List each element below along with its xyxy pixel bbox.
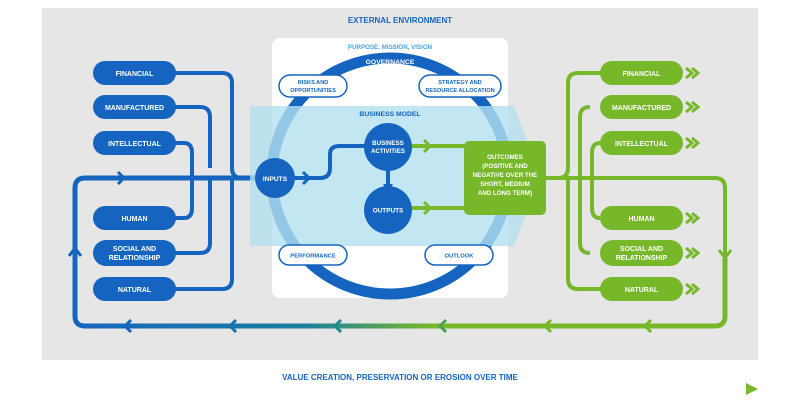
risks-opportunities-line2: OPPORTUNITIES: [290, 88, 336, 94]
capital-right-financial-label: FINANCIAL: [623, 71, 661, 78]
governance-label: GOVERNANCE: [366, 59, 415, 66]
capital-right-intellectual: INTELLECTUAL: [600, 131, 683, 155]
outcomes-line3: NEGATIVE OVER THE: [473, 172, 538, 179]
right-capital-chevron-double-2: [691, 100, 701, 114]
outcomes-line5: AND LONG TERM): [478, 190, 532, 197]
capital-right-manufactured: MANUFACTURED: [600, 95, 683, 119]
return-chevron-4: [437, 318, 448, 334]
outcomes-line4: SHORT, MEDIUM: [480, 181, 530, 188]
right-capital-chevron-1: [685, 66, 695, 80]
business-activities-line1: BUSINESS: [372, 140, 404, 147]
right-capital-chevron-double-5: [691, 246, 701, 260]
outlook-pill: OUTLOOK: [424, 244, 494, 266]
capital-left-social-line1: SOCIAL AND: [113, 246, 156, 253]
outputs-outcomes-chevron: [422, 200, 433, 216]
business-activities-line2: ACTIVITIES: [371, 148, 405, 155]
outlook-label: OUTLOOK: [445, 254, 475, 260]
inputs-circle: [255, 158, 295, 198]
capital-right-financial: FINANCIAL: [600, 61, 683, 85]
strategy-line1: STRATEGY AND: [438, 80, 481, 86]
strategy-resource-allocation-pill: STRATEGY AND RESOURCE ALLOCATION: [418, 74, 502, 98]
activities-outcomes-chevron: [422, 138, 433, 154]
capital-left-intellectual: INTELLECTUAL: [93, 131, 176, 155]
capital-left-intellectual-label: INTELLECTUAL: [108, 141, 162, 148]
inputs-label: INPUTS: [263, 176, 288, 183]
right-capital-chevron-double-3: [691, 136, 701, 150]
right-return-arrowhead: [717, 249, 733, 261]
capital-right-intellectual-label: INTELLECTUAL: [615, 141, 669, 148]
inputs-flow-line: [72, 175, 255, 248]
outputs-circle: [364, 186, 412, 234]
capital-right-social-line1: SOCIAL AND: [620, 246, 663, 253]
capital-left-manufactured-label: MANUFACTURED: [105, 105, 164, 112]
capital-left-human-label: HUMAN: [121, 216, 147, 223]
business-activities-circle: [364, 123, 412, 171]
return-flow-line: [72, 248, 728, 329]
right-capital-chevron-3: [685, 136, 695, 150]
right-capital-connectors: [546, 71, 727, 291]
capital-left-natural: NATURAL: [93, 277, 176, 301]
right-capital-chevron-2: [685, 100, 695, 114]
capital-left-social-relationship: SOCIAL AND RELATIONSHIP: [93, 240, 176, 266]
capital-right-natural: NATURAL: [600, 277, 683, 301]
capital-right-human-label: HUMAN: [628, 216, 654, 223]
outcomes-box: [464, 141, 546, 215]
capital-left-human: HUMAN: [93, 206, 176, 230]
outcomes-line2: (POSITIVE AND: [482, 163, 528, 170]
capital-right-natural-label: NATURAL: [625, 287, 659, 294]
capital-left-natural-label: NATURAL: [118, 287, 152, 294]
right-capitals: FINANCIAL MANUFACTURED INTELLECTUAL HUMA…: [600, 61, 683, 301]
return-chevron-5: [542, 318, 553, 334]
outcomes-line1: OUTCOMES: [487, 154, 523, 161]
left-capital-connectors: [170, 71, 243, 291]
return-flow-chevrons: [122, 318, 653, 334]
right-capital-chevrons: [685, 66, 701, 296]
capital-left-manufactured: MANUFACTURED: [93, 95, 176, 119]
right-capital-chevron-6: [685, 282, 695, 296]
inputs-to-activities-chevron: [301, 170, 312, 186]
business-model-label: BUSINESS MODEL: [359, 111, 420, 118]
return-chevron-1: [122, 318, 133, 334]
return-chevron-3: [332, 318, 343, 334]
inputs-flow-chevron: [116, 170, 127, 186]
right-capital-chevron-double-6: [691, 282, 701, 296]
risks-opportunities-line1: RISKS AND: [298, 80, 329, 86]
right-capital-chevron-5: [685, 246, 695, 260]
timeline-arrowhead: [746, 383, 758, 395]
performance-pill: PERFORMANCE: [278, 244, 348, 266]
performance-label: PERFORMANCE: [290, 254, 336, 260]
outputs-to-outcomes-flows: [412, 144, 464, 210]
capital-right-manufactured-label: MANUFACTURED: [612, 105, 671, 112]
return-chevron-2: [227, 318, 238, 334]
purpose-mission-vision-label: PURPOSE, MISSION, VISION: [348, 44, 433, 51]
right-capital-chevron-double-1: [691, 66, 701, 80]
right-capital-chevron-double-4: [691, 211, 701, 225]
capital-right-human: HUMAN: [600, 206, 683, 230]
capital-left-social-line2: RELATIONSHIP: [109, 255, 161, 262]
capital-left-financial-label: FINANCIAL: [116, 71, 154, 78]
left-capitals: FINANCIAL MANUFACTURED INTELLECTUAL HUMA…: [93, 61, 176, 301]
timeline-label: VALUE CREATION, PRESERVATION OR EROSION …: [282, 373, 518, 382]
return-chevron-6: [642, 318, 653, 334]
outputs-label: OUTPUTS: [373, 208, 404, 215]
capital-right-social-relationship: SOCIAL AND RELATIONSHIP: [600, 240, 683, 266]
external-environment-label: EXTERNAL ENVIRONMENT: [348, 16, 452, 25]
risks-opportunities-pill: RISKS AND OPPORTUNITIES: [278, 74, 348, 98]
capital-left-financial: FINANCIAL: [93, 61, 176, 85]
capital-right-social-line2: RELATIONSHIP: [616, 255, 668, 262]
strategy-line2: RESOURCE ALLOCATION: [425, 88, 494, 94]
right-capital-chevron-4: [685, 211, 695, 225]
